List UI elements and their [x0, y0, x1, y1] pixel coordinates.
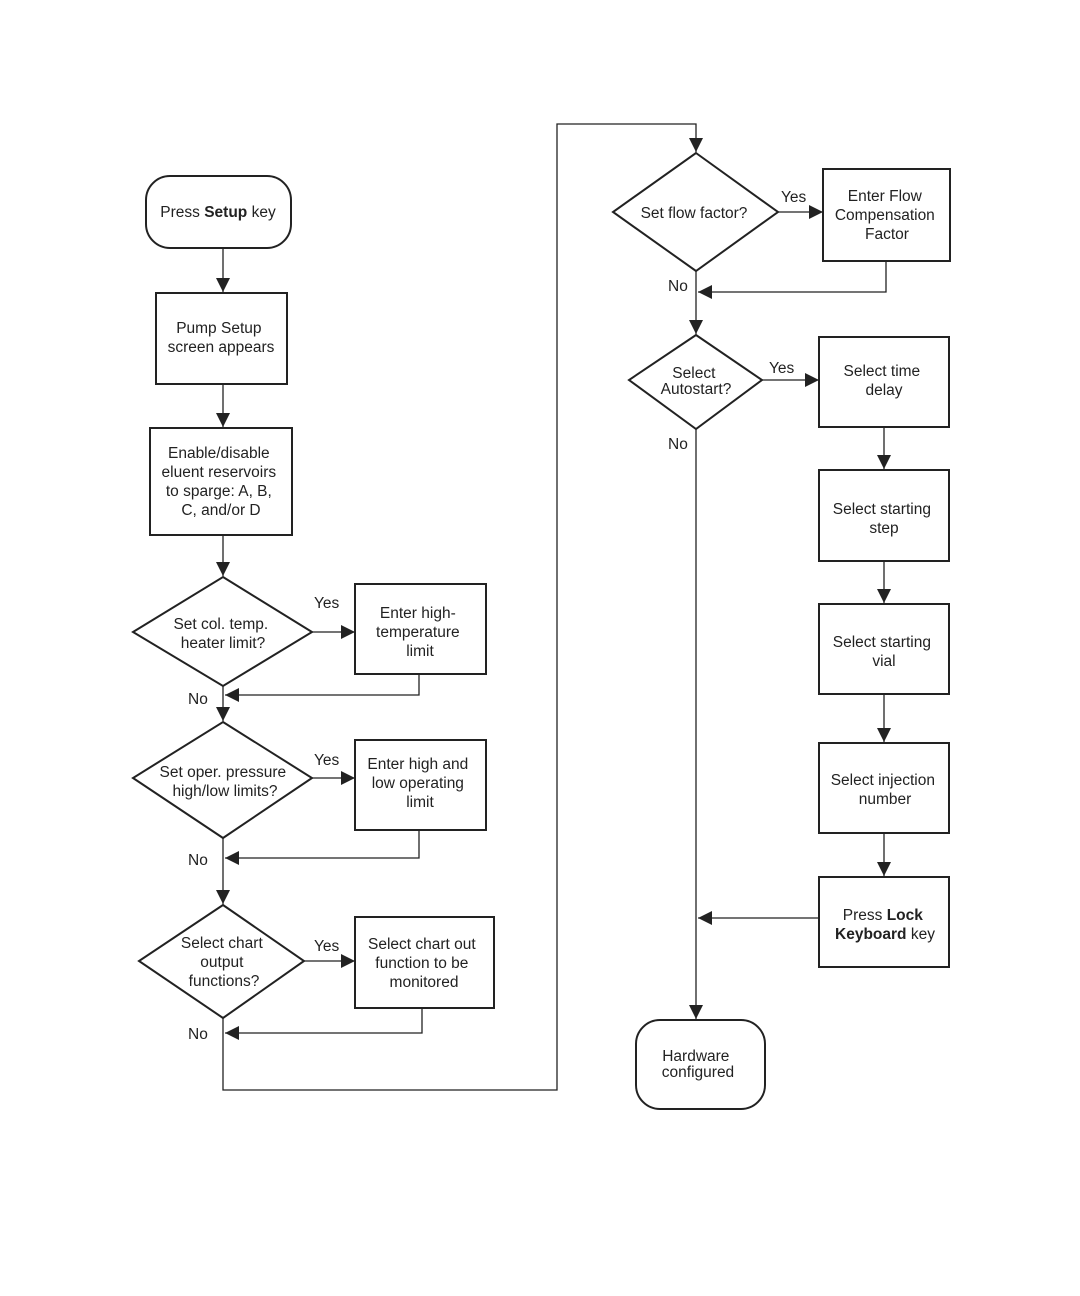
label-no: No [668, 436, 688, 453]
edge-labels: Yes No Yes No Yes No Yes No Yes No [188, 189, 807, 1043]
edge-flowcomp-return [698, 261, 887, 299]
label-no: No [188, 852, 208, 869]
label-no: No [188, 1026, 208, 1043]
node-flow-compensation-text: Enter Flow Compensation Factor [835, 188, 939, 243]
node-pump-setup-screen: Pump Setup screen appears [155, 292, 288, 385]
edge-chartfunc-return [225, 1008, 423, 1040]
decision-autostart-text: Select Autostart? [661, 365, 732, 398]
node-injection-number: Select injection number [818, 742, 950, 834]
decision-chart-output: Select chart output functions? [137, 903, 306, 1020]
node-start-text: Press Setup key [160, 204, 276, 221]
node-end-text: Hardware configured [662, 1048, 734, 1081]
label-yes: Yes [781, 189, 807, 206]
decision-autostart: Select Autostart? [627, 333, 764, 431]
node-chart-function: Select chart out function to be monitore… [354, 916, 495, 1009]
node-lock-keyboard: Press Lock Keyboard key [818, 876, 950, 968]
node-sparge-reservoirs: Enable/disable eluent reservoirs to spar… [149, 427, 293, 536]
label-no: No [188, 691, 208, 708]
node-sparge-text: Enable/disable eluent reservoirs to spar… [162, 445, 281, 519]
node-lock-keyboard-text: Press Lock Keyboard key [835, 907, 935, 943]
label-yes: Yes [769, 360, 795, 377]
node-start: Press Setup key [145, 175, 292, 249]
edge-chart-no-to-flow [222, 123, 703, 1091]
edge-hightemp-return [225, 674, 420, 702]
node-starting-vial: Select starting vial [818, 603, 950, 695]
node-high-temp-text: Enter high- temperature limit [376, 605, 464, 660]
node-operating-limit-text: Enter high and low operating limit [367, 756, 472, 811]
decision-flow-factor: Set flow factor? [611, 151, 780, 273]
decision-chart-text: Select chart output functions? [181, 935, 267, 990]
node-time-delay-text: Select time delay [844, 363, 925, 399]
label-yes: Yes [314, 938, 340, 955]
node-chart-function-text: Select chart out function to be monitore… [368, 936, 480, 991]
label-no: No [668, 278, 688, 295]
node-starting-vial-text: Select starting vial [833, 634, 936, 670]
label-yes: Yes [314, 595, 340, 612]
decision-pressure-limits: Set oper. pressure high/low limits? [131, 720, 314, 840]
decision-col-temp-text: Set col. temp. heater limit? [173, 616, 272, 652]
node-pump-setup-text: Pump Setup screen appears [168, 320, 275, 356]
node-high-temp-limit: Enter high- temperature limit [354, 583, 487, 675]
node-flow-compensation: Enter Flow Compensation Factor [822, 168, 951, 262]
node-time-delay: Select time delay [818, 336, 950, 428]
connectors [216, 123, 891, 1091]
node-operating-limit: Enter high and low operating limit [354, 739, 487, 831]
decision-col-temp: Set col. temp. heater limit? [131, 575, 314, 688]
decision-pressure-text: Set oper. pressure high/low limits? [160, 764, 291, 800]
node-injection-number-text: Select injection number [831, 772, 940, 808]
node-starting-step: Select starting step [818, 469, 950, 562]
node-starting-step-text: Select starting step [833, 501, 936, 537]
node-end: Hardware configured [635, 1019, 766, 1110]
decision-flow-text: Set flow factor? [641, 205, 748, 222]
edge-oplimit-return [225, 830, 420, 865]
label-yes: Yes [314, 752, 340, 769]
